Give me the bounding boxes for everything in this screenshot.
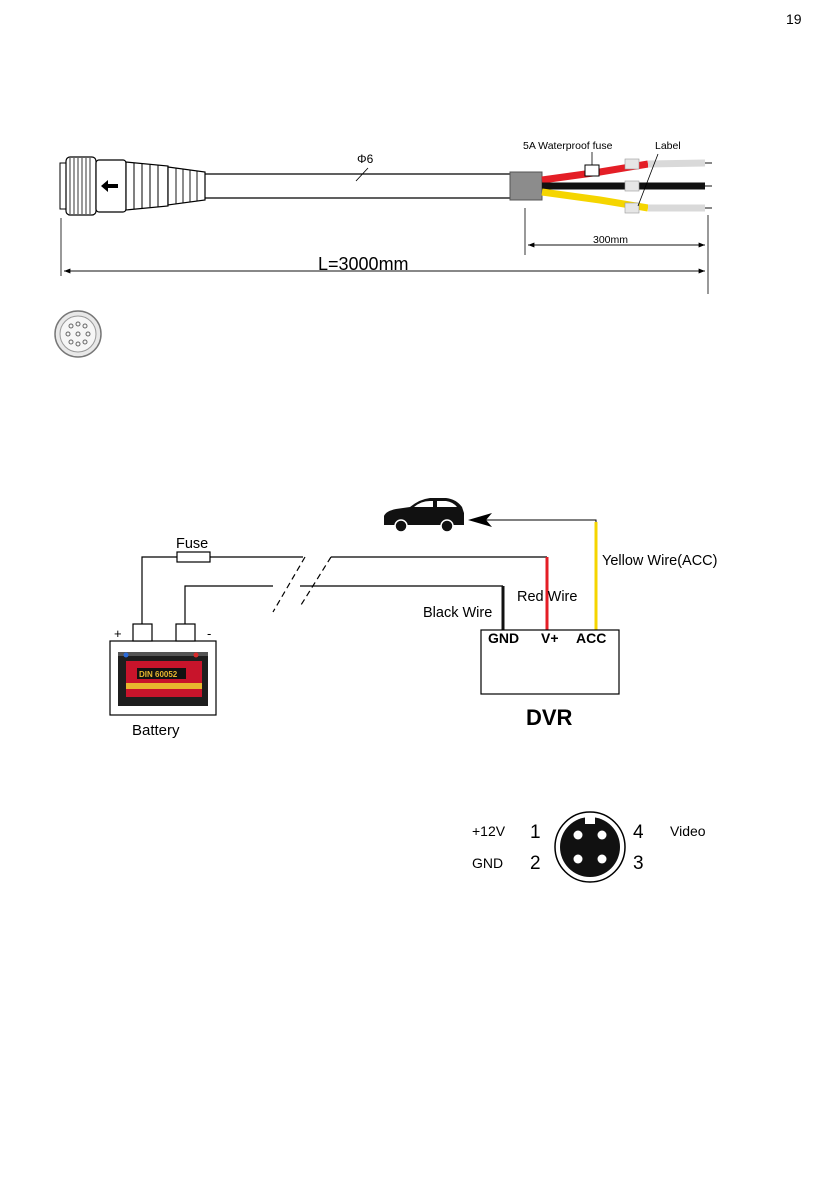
minus-label: - [207, 626, 211, 641]
pin4-function: Video [670, 823, 706, 839]
pin3-number: 3 [633, 853, 644, 874]
plus-label: + [114, 626, 122, 641]
dvr-label: DVR [526, 705, 573, 730]
gnd-terminal: GND [488, 630, 519, 646]
acc-terminal: ACC [576, 630, 606, 646]
cable-jacket: Φ6 [205, 152, 510, 198]
pin1-function: +12V [472, 823, 506, 839]
pin-1 [574, 831, 583, 840]
battery-icon: DIN 60052 [110, 624, 216, 715]
break-mark [273, 557, 305, 612]
connector-face-icon [55, 311, 101, 357]
pinout-diagram: +12V 1 GND 2 3 4 Video [472, 812, 706, 882]
battery-brand: DIN 60052 [139, 670, 178, 679]
total-dimension: L=3000mm [61, 218, 705, 276]
connector-plug [60, 157, 205, 215]
fuse-label: Fuse [176, 536, 208, 552]
diameter-label: Φ6 [357, 152, 374, 166]
tail-length-label: 300mm [593, 234, 628, 246]
wire-tails [542, 152, 712, 213]
pin1-number: 1 [530, 822, 541, 843]
fuse-symbol [177, 552, 210, 562]
pin-4 [598, 831, 607, 840]
yellow-wire-label: Yellow Wire(ACC) [602, 553, 717, 569]
tail-dimension: 300mm [525, 208, 708, 294]
break-mark [301, 557, 331, 605]
wiring-diagram: Yellow Wire(ACC) Fuse Red Wire Black Wir… [110, 498, 717, 739]
label-callout: Label [655, 140, 681, 152]
pin-2 [574, 855, 583, 864]
fuse-icon [585, 165, 599, 176]
car-icon [384, 498, 464, 532]
pin-3 [598, 855, 607, 864]
total-length-label: L=3000mm [318, 254, 409, 274]
cable-drawing: Φ6 5A Waterproof fuse Label [60, 140, 712, 294]
black-wire-label: Black Wire [423, 605, 492, 621]
heat-shrink [510, 172, 542, 200]
pin2-function: GND [472, 855, 503, 871]
pin4-number: 4 [633, 822, 644, 843]
vplus-terminal: V+ [541, 630, 559, 646]
battery-label: Battery [132, 722, 180, 739]
red-wire-label: Red Wire [517, 589, 577, 605]
pin2-number: 2 [530, 853, 541, 874]
fuse-callout: 5A Waterproof fuse [523, 140, 613, 152]
